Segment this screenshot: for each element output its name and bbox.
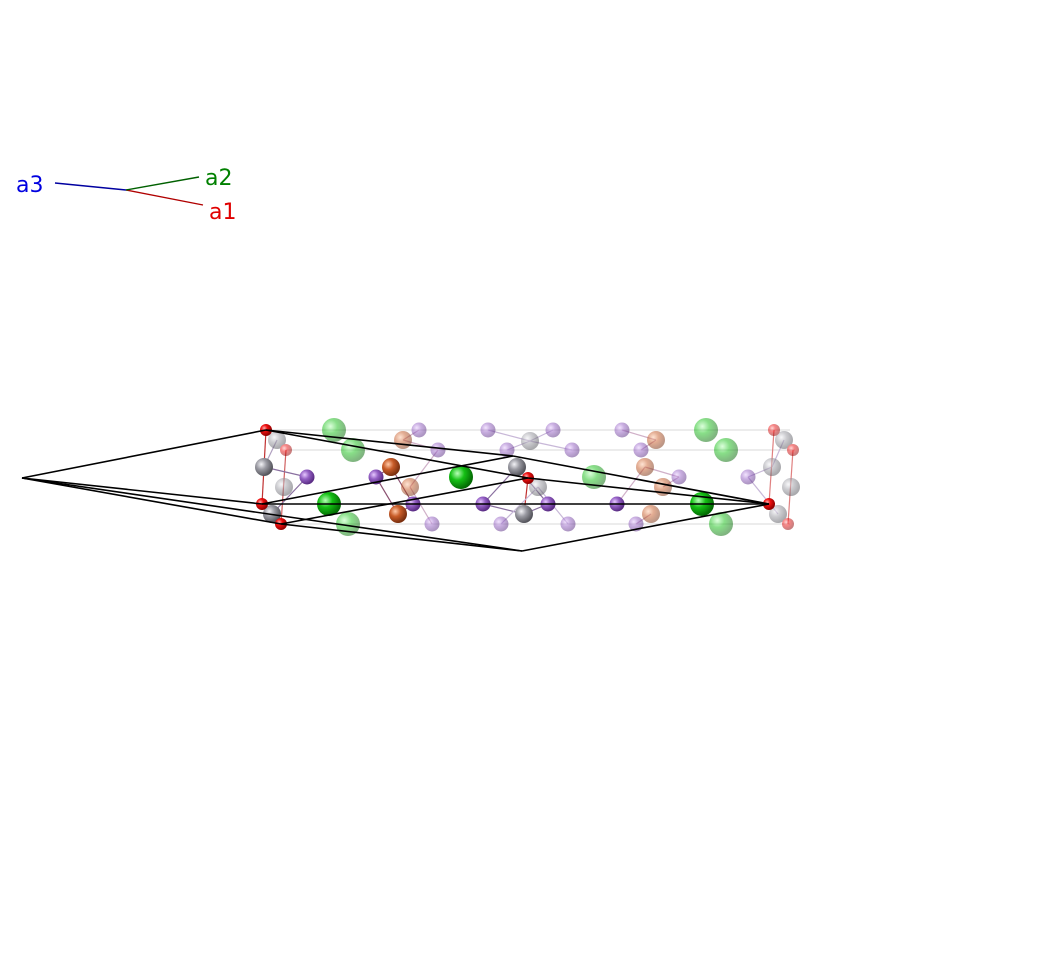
atom-purple-faded xyxy=(545,422,561,438)
atom-oxygen-faded xyxy=(787,444,799,456)
a3-axis-line xyxy=(54,182,127,191)
atom-grey xyxy=(515,505,533,523)
a1-axis-label: a1 xyxy=(209,200,236,225)
atom-copper-faded xyxy=(636,458,654,476)
axis-triad: a1 a2 a3 xyxy=(16,166,236,225)
atom-purple-faded xyxy=(430,442,446,458)
atom-grey-faded xyxy=(782,478,800,496)
atom-green xyxy=(449,465,473,489)
atom-grey xyxy=(508,458,526,476)
atom-copper-faded xyxy=(647,431,665,449)
atom-copper xyxy=(389,505,407,523)
atom-purple-faded xyxy=(564,442,580,458)
atom-grey-faded xyxy=(775,431,793,449)
atom-grey-faded xyxy=(268,431,286,449)
atom-copper-faded xyxy=(394,431,412,449)
atom-grey-faded xyxy=(521,432,539,450)
atom-grey-faded xyxy=(529,478,547,496)
atom-purple-faded xyxy=(671,469,687,485)
atom-purple-faded xyxy=(499,442,515,458)
a3-axis-label: a3 xyxy=(16,173,43,198)
atom-grey-faded xyxy=(763,458,781,476)
atom-grey-faded xyxy=(275,478,293,496)
atom-green-faded xyxy=(694,418,718,442)
atom-purple-faded xyxy=(424,516,440,532)
atom-green-faded xyxy=(336,512,360,536)
atom-green-faded xyxy=(582,465,606,489)
a2-axis-line xyxy=(125,176,200,191)
a2-axis-label: a2 xyxy=(205,166,232,191)
atom-purple-faded xyxy=(493,516,509,532)
atom-oxygen-faded xyxy=(782,518,794,530)
a1-axis-line xyxy=(125,189,204,206)
atom-green-faded xyxy=(709,512,733,536)
atom-green-faded xyxy=(714,438,738,462)
atom-grey xyxy=(255,458,273,476)
atom-oxygen-faded xyxy=(280,444,292,456)
atom-copper-faded xyxy=(642,505,660,523)
atom-copper-faded xyxy=(401,478,419,496)
atom-oxygen-faded xyxy=(768,424,780,436)
atom-purple-faded xyxy=(560,516,576,532)
atom-purple-faded xyxy=(411,422,427,438)
atom-purple-faded xyxy=(740,469,756,485)
atom-purple-faded xyxy=(628,516,644,532)
atom-copper xyxy=(382,458,400,476)
atom-purple-faded xyxy=(480,422,496,438)
atom-purple-faded xyxy=(614,422,630,438)
atoms-faded xyxy=(268,418,800,536)
atom-grey-faded xyxy=(769,505,787,523)
atom-green-faded xyxy=(341,438,365,462)
atom-purple-faded xyxy=(633,442,649,458)
unit-cell-outline xyxy=(21,429,770,552)
atom-purple xyxy=(299,469,315,485)
